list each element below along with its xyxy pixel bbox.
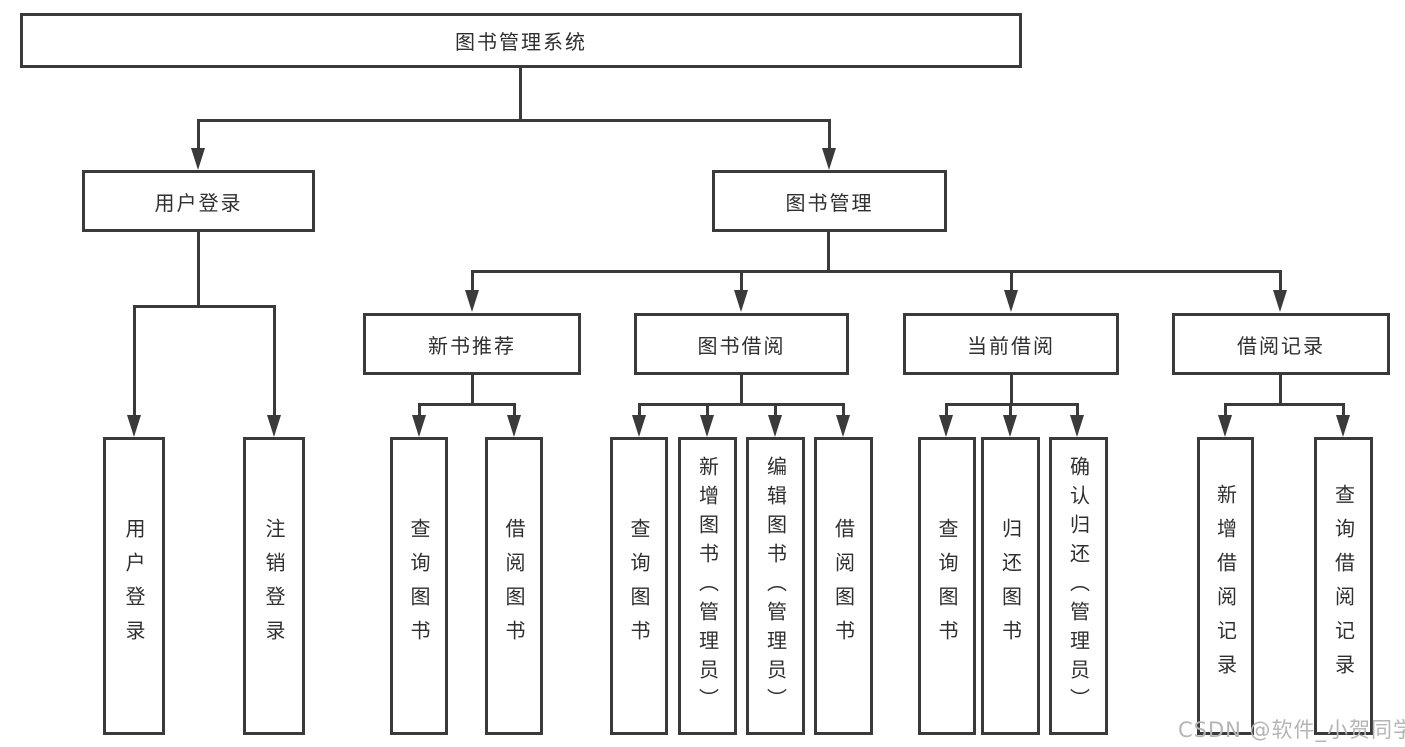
connector-drop-leaf xyxy=(1009,403,1012,417)
arrow-down-icon xyxy=(768,415,782,437)
arrow-down-icon xyxy=(632,415,646,437)
connector-drop-leaf xyxy=(945,403,948,417)
connector-mgmt-rail xyxy=(471,270,1281,273)
connector-drop-leaf xyxy=(273,305,276,417)
leaf-query-books-recommend: 查询图书 xyxy=(390,437,448,735)
arrow-down-icon xyxy=(465,290,479,312)
connector-recommend-stem xyxy=(471,375,474,406)
arrow-down-icon xyxy=(1004,290,1018,312)
node-new-book-recommend: 新书推荐 xyxy=(363,313,581,375)
connector-drop-level3 xyxy=(740,270,743,292)
node-book-borrow: 图书借阅 xyxy=(634,313,849,375)
arrow-down-icon xyxy=(191,148,205,170)
connector-recommend-rail xyxy=(418,403,516,406)
node-user-login: 用户登录 xyxy=(82,170,315,232)
leaf-add-book-admin: 新增图书（管理员） xyxy=(678,437,737,735)
leaf-query-borrow-record: 查询借阅记录 xyxy=(1314,437,1373,735)
arrow-down-icon xyxy=(412,415,426,437)
arrow-down-icon xyxy=(1003,415,1017,437)
arrow-down-icon xyxy=(939,415,953,437)
node-book-management: 图书管理 xyxy=(712,170,947,232)
leaf-add-borrow-record: 新增借阅记录 xyxy=(1197,437,1254,735)
connector-borrow-rail xyxy=(638,403,845,406)
connector-records-rail xyxy=(1224,403,1344,406)
csdn-watermark: CSDN @软件_小贺同学 xyxy=(1178,718,1405,742)
arrow-down-icon xyxy=(1070,415,1084,437)
connector-drop-book-mgmt xyxy=(828,119,831,150)
connector-drop-leaf xyxy=(1224,403,1227,417)
connector-drop-level3 xyxy=(471,270,474,292)
arrow-down-icon xyxy=(836,415,850,437)
arrow-down-icon xyxy=(267,415,281,437)
connector-drop-leaf xyxy=(1076,403,1079,417)
leaf-return-book: 归还图书 xyxy=(981,437,1040,735)
leaf-borrow-books-recommend: 借阅图书 xyxy=(485,437,543,735)
node-library-system: 图书管理系统 xyxy=(20,13,1022,68)
arrow-down-icon xyxy=(822,148,836,170)
connector-current-rail xyxy=(945,403,1079,406)
connector-drop-leaf xyxy=(638,403,641,417)
arrow-down-icon xyxy=(1218,415,1232,437)
connector-drop-leaf xyxy=(706,403,709,417)
connector-login-stem xyxy=(197,232,200,308)
connector-drop-leaf xyxy=(1342,403,1345,417)
leaf-user-login: 用户登录 xyxy=(103,437,165,735)
node-borrow-records: 借阅记录 xyxy=(1172,313,1390,375)
arrow-down-icon xyxy=(1336,415,1350,437)
connector-drop-leaf xyxy=(418,403,421,417)
arrow-down-icon xyxy=(700,415,714,437)
connector-current-stem xyxy=(1010,375,1013,406)
connector-drop-leaf xyxy=(774,403,777,417)
connector-borrow-stem xyxy=(740,375,743,406)
leaf-query-books-current: 查询图书 xyxy=(918,437,976,735)
connector-drop-leaf xyxy=(133,305,136,417)
leaf-edit-book-admin: 编辑图书（管理员） xyxy=(746,437,805,735)
arrow-down-icon xyxy=(734,290,748,312)
leaf-logout: 注销登录 xyxy=(243,437,305,735)
leaf-borrow-books: 借阅图书 xyxy=(814,437,873,735)
connector-mgmt-stem xyxy=(827,232,830,273)
connector-login-rail xyxy=(133,305,276,308)
connector-drop-leaf xyxy=(842,403,845,417)
connector-drop-level3 xyxy=(1010,270,1013,292)
arrow-down-icon xyxy=(1273,290,1287,312)
connector-drop-level3 xyxy=(1279,270,1282,292)
arrow-down-icon xyxy=(507,415,521,437)
connector-drop-leaf xyxy=(513,403,516,417)
node-current-borrow: 当前借阅 xyxy=(903,313,1119,375)
connector-records-stem xyxy=(1279,375,1282,406)
connector-drop-user-login xyxy=(197,119,200,150)
connector-root-stem xyxy=(519,68,522,121)
connector-root-rail xyxy=(197,119,831,122)
leaf-confirm-return-admin: 确认归还（管理员） xyxy=(1049,437,1108,735)
leaf-query-books-borrow: 查询图书 xyxy=(610,437,668,735)
arrow-down-icon xyxy=(127,415,141,437)
